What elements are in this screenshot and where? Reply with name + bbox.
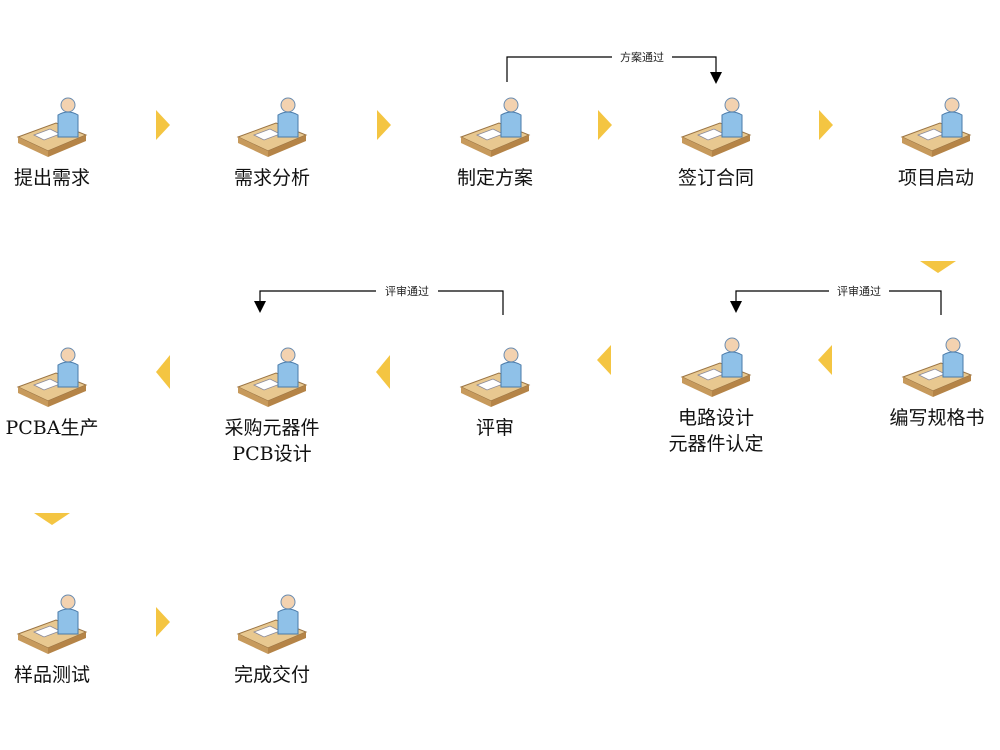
connector-label: 方案通过: [620, 50, 664, 64]
step-label: 编写规格书: [889, 407, 985, 429]
left-arrow-icon: [376, 355, 390, 389]
process-step: PCBA生产: [0, 335, 132, 441]
step-label: 需求分析: [233, 167, 310, 189]
process-step: 制定方案: [415, 85, 575, 191]
step-label: 项目启动: [897, 167, 974, 189]
process-step: 签订合同: [636, 85, 796, 191]
step-label: 制定方案: [456, 167, 533, 189]
right-arrow-icon: [598, 110, 612, 140]
document-stack-icon: [857, 325, 1000, 405]
person-papers-desk-icon: [415, 85, 575, 165]
connector-plan-approved: 方案通过: [506, 50, 722, 84]
factory-production-icon: [0, 335, 132, 415]
step-label: 完成交付: [233, 664, 310, 686]
person-documents-desk-icon: [192, 85, 352, 165]
right-arrow-icon: [377, 110, 391, 140]
person-review-desk-icon: [415, 335, 575, 415]
flow-arrows: [34, 110, 956, 637]
process-step: 采购元器件 PCB设计: [192, 335, 352, 467]
meeting-table-icon: [636, 85, 796, 165]
handshake-icon: [192, 582, 352, 662]
step-label: 签订合同: [677, 167, 754, 189]
process-step: 评审: [415, 335, 575, 441]
person-computer-desk-icon: [636, 325, 796, 405]
test-bench-icon: [0, 582, 132, 662]
connector-review-approved-left: 评审通过: [254, 284, 504, 315]
step-label: 样品测试: [13, 664, 90, 686]
process-step: 需求分析: [192, 85, 352, 191]
process-step: 项目启动: [856, 85, 1000, 191]
down-arrow-icon: [34, 513, 70, 525]
step-label: PCBA生产: [5, 417, 99, 439]
connector-label: 评审通过: [385, 284, 429, 298]
right-arrow-icon: [819, 110, 833, 140]
left-arrow-icon: [156, 355, 170, 389]
step-label: 采购元器件 PCB设计: [224, 417, 320, 465]
right-arrow-icon: [156, 607, 170, 637]
presentation-podium-icon: [856, 85, 1000, 165]
step-label: 电路设计 元器件认定: [668, 407, 764, 455]
purchase-handover-icon: [192, 335, 352, 415]
process-step: 编写规格书: [857, 325, 1000, 431]
process-step: 电路设计 元器件认定: [636, 325, 796, 457]
person-question-desk-icon: [0, 85, 132, 165]
connector-review-approved-right: 评审通过: [730, 284, 942, 315]
connector-label: 评审通过: [837, 284, 881, 298]
process-step: 完成交付: [192, 582, 352, 688]
right-arrow-icon: [156, 110, 170, 140]
left-arrow-icon: [818, 345, 832, 375]
left-arrow-icon: [597, 345, 611, 375]
step-label: 提出需求: [13, 167, 90, 189]
process-step: 样品测试: [0, 582, 132, 688]
step-label: 评审: [475, 417, 514, 439]
down-arrow-icon: [920, 261, 956, 273]
process-step: 提出需求: [0, 85, 132, 191]
